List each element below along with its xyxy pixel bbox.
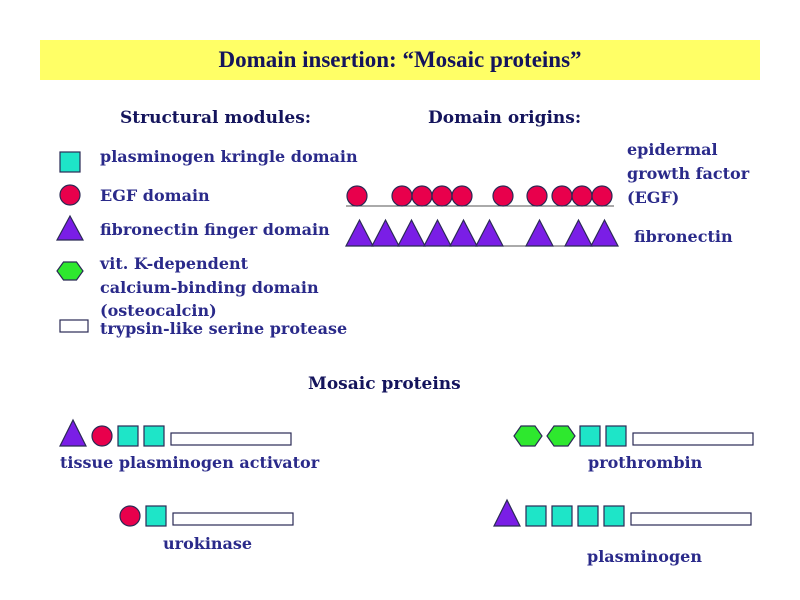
egf-origin-circle xyxy=(431,185,453,207)
fibronectin-origin-triangle xyxy=(525,218,554,247)
legend-label-fibronectin: fibronectin finger domain xyxy=(100,220,330,239)
kringle-square-icon xyxy=(551,505,573,527)
vitk-hexagon-icon xyxy=(546,425,576,447)
kringle-square-icon xyxy=(117,425,139,447)
fibronectin-origin-triangle xyxy=(475,218,504,247)
protein-row xyxy=(119,505,294,527)
fibronectin-triangle-icon xyxy=(493,498,521,527)
kringle-square-icon xyxy=(605,425,627,447)
origin-label-egf-line3: (EGF) xyxy=(627,188,680,207)
egf-origin-circle xyxy=(346,185,368,207)
kringle-square-icon xyxy=(145,505,167,527)
egf-origin-circle xyxy=(571,185,593,207)
egf-origin-circle xyxy=(451,185,473,207)
title-banner: Domain insertion: “Mosaic proteins” xyxy=(40,40,760,80)
kringle-square-icon xyxy=(577,505,599,527)
fibronectin-origin-row xyxy=(345,218,619,247)
legend-label-vitk-line2: calcium-binding domain xyxy=(100,278,319,297)
egf-origin-circle xyxy=(591,185,613,207)
protein-name-tpa: tissue plasminogen activator xyxy=(60,453,320,472)
egf-origin-circle xyxy=(526,185,548,207)
kringle-square-icon xyxy=(579,425,601,447)
protease-rectangle-icon xyxy=(632,432,754,446)
protein-row xyxy=(59,418,292,447)
domain-origins-heading: Domain origins: xyxy=(428,108,582,128)
legend-label-egf: EGF domain xyxy=(100,186,210,205)
kringle-square-icon xyxy=(143,425,165,447)
mosaic-protein-rows xyxy=(59,418,754,527)
legend-icons xyxy=(55,151,89,333)
fibronectin-origin-triangle xyxy=(345,218,374,247)
fibronectin-origin-triangle xyxy=(564,218,593,247)
fibronectin-origin-triangle xyxy=(371,218,400,247)
fibronectin-triangle-icon xyxy=(59,418,87,447)
egf-origin-circle xyxy=(551,185,573,207)
page-title: Domain insertion: “Mosaic proteins” xyxy=(218,47,582,72)
egf-circle-icon xyxy=(91,425,113,447)
origin-label-fibronectin: fibronectin xyxy=(634,227,733,246)
protease-rectangle-icon xyxy=(630,512,752,526)
legend-label-vitk-line3: (osteocalcin) xyxy=(100,301,217,320)
egf-origin-circle xyxy=(411,185,433,207)
protease-rectangle-icon xyxy=(172,512,294,526)
legend-label-vitk-line1: vit. K-dependent xyxy=(100,254,249,273)
protease-rectangle-icon xyxy=(170,432,292,446)
protein-name-plasminogen: plasminogen xyxy=(587,547,702,566)
origin-label-egf-line2: growth factor xyxy=(627,164,750,183)
fibronectin-origin-triangle xyxy=(397,218,426,247)
vitk-hexagon-icon xyxy=(513,425,543,447)
egf-origin-circle xyxy=(391,185,413,207)
legend-circle-icon xyxy=(59,184,81,206)
structural-modules-heading: Structural modules: xyxy=(120,108,312,128)
egf-origin-row xyxy=(346,185,614,207)
protein-row xyxy=(513,425,754,447)
mosaic-proteins-heading: Mosaic proteins xyxy=(308,374,461,394)
protein-name-prothrombin: prothrombin xyxy=(588,453,703,472)
legend-label-kringle: plasminogen kringle domain xyxy=(100,147,358,166)
protein-row xyxy=(493,498,752,527)
legend-square-icon xyxy=(59,151,81,173)
fibronectin-origin-triangle xyxy=(423,218,452,247)
origin-label-egf-line1: epidermal xyxy=(627,140,718,159)
fibronectin-origin-triangle xyxy=(590,218,619,247)
egf-circle-icon xyxy=(119,505,141,527)
fibronectin-origin-triangle xyxy=(449,218,478,247)
legend-triangle-icon xyxy=(55,214,85,241)
kringle-square-icon xyxy=(525,505,547,527)
legend-rectangle-icon xyxy=(59,319,89,333)
egf-origin-circle xyxy=(492,185,514,207)
protein-name-urokinase: urokinase xyxy=(163,534,253,553)
legend-label-protease: trypsin-like serine protease xyxy=(100,319,348,338)
kringle-square-icon xyxy=(603,505,625,527)
legend-hexagon-icon xyxy=(56,261,84,281)
